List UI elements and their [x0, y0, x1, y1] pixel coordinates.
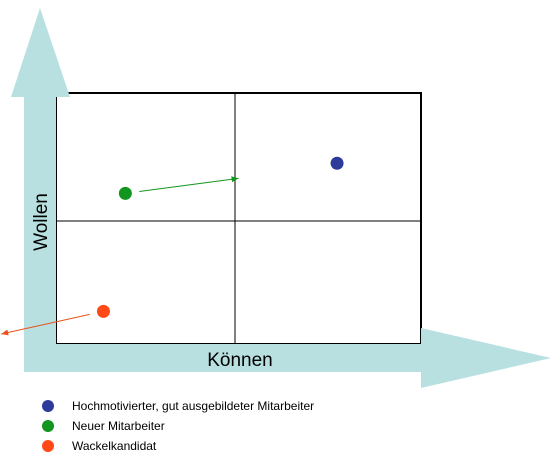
legend-item-high-performer: Hochmotivierter, gut ausgebildeter Mitar… — [42, 396, 314, 416]
legend-dot-wobbly-candidate — [42, 440, 54, 452]
legend-item-new-employee: Neuer Mitarbeiter — [42, 416, 314, 436]
matrix-frame — [55, 92, 422, 345]
point-new — [118, 186, 132, 200]
y-axis-arrow — [11, 8, 70, 372]
point-high — [330, 156, 344, 170]
legend-label: Neuer Mitarbeiter — [72, 419, 165, 433]
legend-label: Wackelkandidat — [72, 439, 157, 453]
legend: Hochmotivierter, gut ausgebildeter Mitar… — [42, 396, 314, 456]
legend-dot-new-employee — [42, 420, 54, 432]
data-marks — [1, 156, 344, 336]
y-axis-label: Wollen — [31, 193, 52, 251]
development-arrow-wobbly — [1, 313, 90, 336]
legend-dot-high-performer — [42, 400, 54, 412]
x-axis-arrow — [24, 328, 551, 388]
point-wobbly — [96, 304, 110, 318]
x-axis-label: Können — [207, 350, 273, 371]
development-arrow-new — [139, 176, 239, 193]
legend-label: Hochmotivierter, gut ausgebildeter Mitar… — [72, 399, 315, 413]
legend-item-wobbly-candidate: Wackelkandidat — [42, 436, 314, 456]
